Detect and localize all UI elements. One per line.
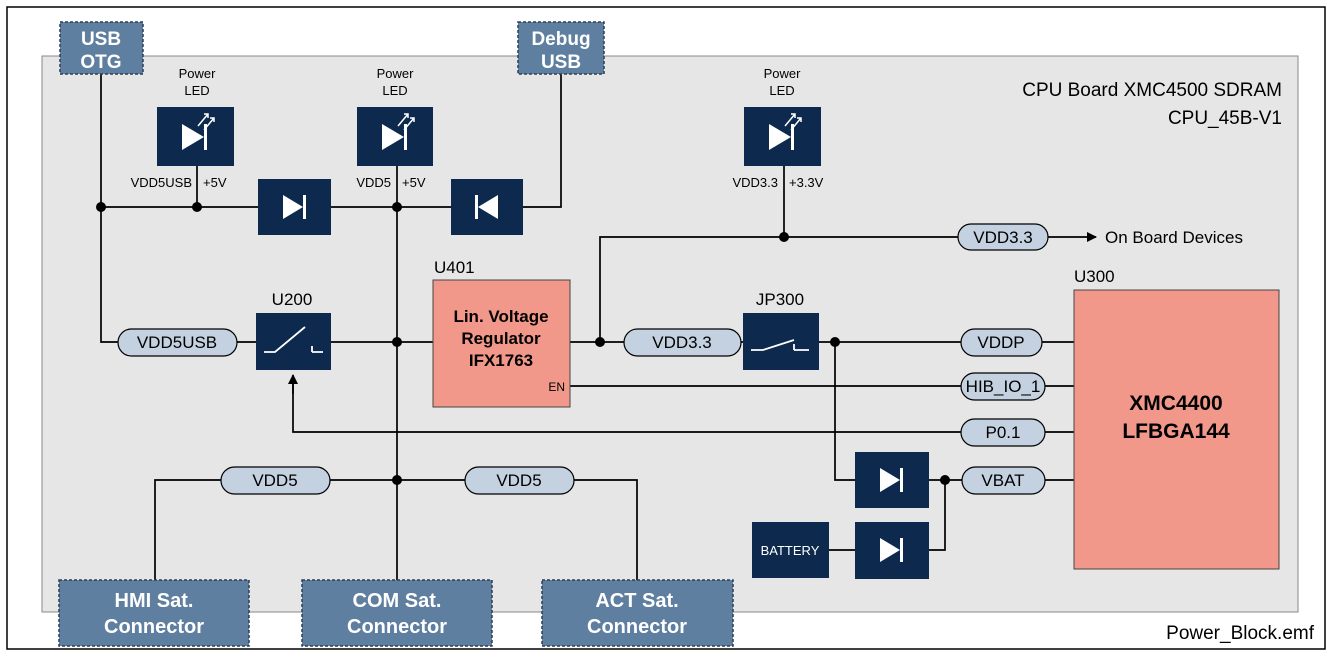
power-led-2: Power LED VDD5 +5V <box>356 66 433 190</box>
svg-text:USB: USB <box>81 29 121 50</box>
diode-right-icon <box>880 468 900 492</box>
diode-left-icon <box>478 195 498 219</box>
svg-text:COM Sat.: COM Sat. <box>353 590 442 612</box>
svg-text:LED: LED <box>382 83 407 98</box>
svg-text:XMC4400: XMC4400 <box>1129 392 1222 415</box>
net-pill-vdd33-reg: VDD3.3 <box>623 328 742 357</box>
u300-mcu: U300 XMC4400 LFBGA144 <box>1073 267 1280 570</box>
svg-text:HMI Sat.: HMI Sat. <box>115 590 194 612</box>
svg-text:Connector: Connector <box>587 616 687 638</box>
svg-text:+5V: +5V <box>203 175 227 190</box>
svg-text:VDDP: VDDP <box>977 333 1024 352</box>
svg-text:EN: EN <box>548 380 565 394</box>
svg-text:ACT Sat.: ACT Sat. <box>595 590 678 612</box>
svg-text:VDD5: VDD5 <box>496 471 541 490</box>
net-pill-vbat: VBAT <box>961 466 1046 495</box>
net-pill-vdd33-top: VDD3.3 <box>957 223 1049 251</box>
svg-text:BATTERY: BATTERY <box>761 543 820 558</box>
board-subtitle: CPU_45B-V1 <box>1168 108 1282 129</box>
svg-text:U200: U200 <box>272 290 313 309</box>
svg-text:LED: LED <box>184 83 209 98</box>
diode-usb-otg <box>258 179 331 235</box>
diode-vbat-vddp <box>855 452 929 508</box>
svg-text:VDD5USB: VDD5USB <box>131 175 192 190</box>
svg-text:U300: U300 <box>1074 267 1115 286</box>
svg-text:Debug: Debug <box>531 29 590 50</box>
net-pill-vdd5-left: VDD5 <box>220 466 331 495</box>
diode-debug-usb <box>451 179 523 235</box>
svg-text:LFBGA144: LFBGA144 <box>1122 420 1230 443</box>
svg-text:JP300: JP300 <box>756 290 804 309</box>
hmi-sat-connector: HMI Sat. Connector <box>58 579 250 647</box>
svg-text:Regulator: Regulator <box>461 329 541 348</box>
svg-text:VDD5: VDD5 <box>252 471 297 490</box>
svg-text:+5V: +5V <box>402 175 426 190</box>
svg-text:VDD5USB: VDD5USB <box>137 333 217 352</box>
power-led-1: Power LED VDD5USB +5V <box>131 66 234 190</box>
net-pill-vdd5usb: VDD5USB <box>117 328 238 357</box>
svg-text:P0.1: P0.1 <box>986 423 1021 442</box>
svg-text:+3.3V: +3.3V <box>789 175 824 190</box>
svg-text:VDD5: VDD5 <box>356 175 391 190</box>
net-pill-vdd5-right: VDD5 <box>464 466 575 495</box>
svg-text:Power: Power <box>764 66 802 81</box>
wires <box>100 72 1078 580</box>
svg-text:Lin. Voltage: Lin. Voltage <box>453 307 548 326</box>
net-pill-p01: P0.1 <box>960 418 1046 447</box>
u200-switch: U200 <box>256 290 331 370</box>
board-title: CPU Board XMC4500 SDRAM <box>1022 80 1282 101</box>
svg-text:VBAT: VBAT <box>981 471 1024 490</box>
svg-text:U401: U401 <box>434 258 475 277</box>
com-sat-connector: COM Sat. Connector <box>301 579 493 647</box>
svg-text:Connector: Connector <box>104 616 204 638</box>
switch-icon <box>264 326 323 353</box>
diagram-filename: Power_Block.emf <box>1166 623 1315 644</box>
act-sat-connector: ACT Sat. Connector <box>541 579 734 647</box>
svg-text:VDD3.3: VDD3.3 <box>652 333 712 352</box>
diode-vbat-battery <box>855 522 929 579</box>
svg-text:VDD3.3: VDD3.3 <box>973 228 1033 247</box>
u401-regulator: U401 Lin. Voltage Regulator IFX1763 EN <box>432 258 571 408</box>
usb-otg-connector: USB OTG <box>59 21 144 75</box>
svg-text:Connector: Connector <box>347 616 447 638</box>
net-pill-vddp: VDDP <box>960 328 1043 357</box>
diode-right-icon <box>880 538 900 562</box>
svg-text:Power: Power <box>377 66 415 81</box>
diode-right-icon <box>283 195 303 219</box>
svg-text:HIB_IO_1: HIB_IO_1 <box>966 377 1041 396</box>
svg-text:Power: Power <box>179 66 217 81</box>
svg-text:IFX1763: IFX1763 <box>469 351 533 370</box>
net-pill-hib-io-1: HIB_IO_1 <box>960 372 1046 401</box>
battery: BATTERY <box>752 522 829 578</box>
svg-text:OTG: OTG <box>80 52 121 73</box>
svg-text:LED: LED <box>769 83 794 98</box>
power-led-3: Power LED VDD3.3 +3.3V <box>732 66 823 190</box>
on-board-devices-label: On Board Devices <box>1105 228 1243 247</box>
debug-usb-connector: Debug USB <box>517 21 605 75</box>
svg-text:VDD3.3: VDD3.3 <box>732 175 778 190</box>
jumper-icon <box>751 339 809 351</box>
svg-text:USB: USB <box>541 52 581 73</box>
junctions <box>96 202 950 485</box>
jp300-jumper: JP300 <box>743 290 819 370</box>
